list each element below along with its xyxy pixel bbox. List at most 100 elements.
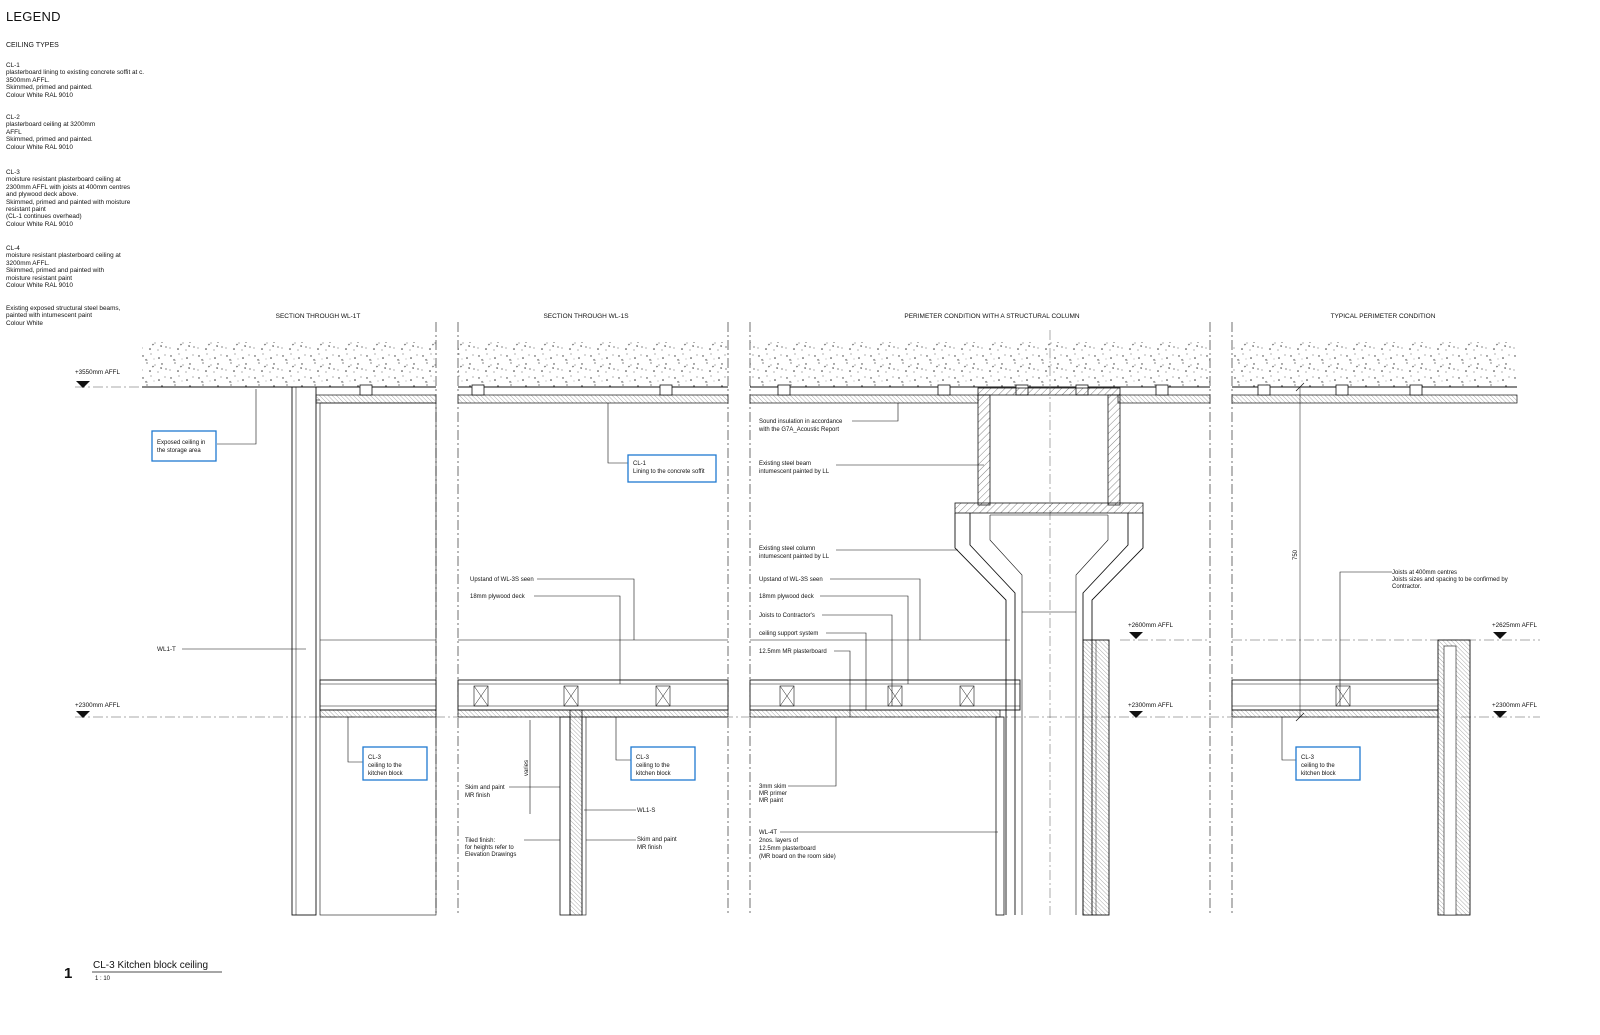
- concrete-slab: [142, 342, 1517, 388]
- svg-text:+2300mm AFFL: +2300mm AFFL: [1492, 702, 1537, 709]
- level-lines: [75, 386, 1540, 718]
- legend-code: CL-3: [6, 169, 20, 176]
- svg-text:12.5mm plasterboard: 12.5mm plasterboard: [759, 846, 816, 852]
- svg-text:Elevation Drawings: Elevation Drawings: [465, 852, 516, 858]
- svg-text:Existing steel column: Existing steel column: [759, 546, 815, 552]
- svg-text:Skim and paint: Skim and paint: [637, 837, 677, 843]
- note-steel-beam: Existing steel beam intumescent painted …: [759, 461, 830, 475]
- note-wl4t: WL-4T 2nos. layers of 12.5mm plasterboar…: [759, 830, 836, 860]
- svg-text:3mm skim: 3mm skim: [759, 784, 786, 790]
- legend-text: moisture resistant plasterboard ceiling …: [6, 252, 121, 290]
- note-wl1s: WL1-S: [637, 808, 655, 814]
- level-marker-3550: +3550mm AFFL: [75, 369, 120, 388]
- svg-text:MR finish: MR finish: [465, 793, 490, 799]
- cl1-lining: [315, 394, 1518, 404]
- note-varies: varies: [524, 760, 530, 776]
- legend-code: CL-2: [6, 114, 20, 121]
- tag-exposed-ceiling: Exposed ceiling in the storage area: [151, 430, 217, 462]
- legend-entry-steel: Existing exposed structural steel beams,…: [6, 305, 166, 327]
- svg-text:Tiled finish:: Tiled finish:: [465, 838, 495, 844]
- svg-text:Joists sizes and spacing to be: Joists sizes and spacing to be confirmed…: [1392, 577, 1508, 583]
- note-joists-400: Joists at 400mm centres Joists sizes and…: [1392, 570, 1508, 590]
- note-upstand-s3: Upstand of WL-3S seen: [759, 577, 823, 583]
- section-wl1t: [291, 386, 437, 916]
- note-plywood-s3: 18mm plywood deck: [759, 594, 815, 600]
- level-marker-2300-right: +2300mm AFFL: [1492, 702, 1537, 718]
- svg-text:MR primer: MR primer: [759, 791, 787, 797]
- svg-text:CL-1: CL-1: [633, 461, 647, 467]
- svg-text:kitchen block: kitchen block: [1301, 771, 1337, 777]
- svg-text:CL-3: CL-3: [636, 755, 650, 761]
- svg-text:CL-3: CL-3: [368, 755, 382, 761]
- legend-text: moisture resistant plasterboard ceiling …: [6, 176, 131, 228]
- svg-text:CL-3: CL-3: [1301, 755, 1315, 761]
- note-steel-column: Existing steel column intumescent painte…: [759, 546, 830, 560]
- svg-text:kitchen block: kitchen block: [368, 771, 404, 777]
- svg-text:ceiling to the: ceiling to the: [1301, 763, 1335, 769]
- note-upstand-s2: Upstand of WL-3S seen: [470, 577, 534, 583]
- note-skim-mr-right: Skim and paint MR finish: [637, 837, 677, 851]
- section-title-perimeter: TYPICAL PERIMETER CONDITION: [1331, 313, 1436, 320]
- tag-cl1: CL-1 Lining to the concrete soffit: [627, 454, 717, 483]
- svg-text:+2625mm AFFL: +2625mm AFFL: [1492, 622, 1537, 629]
- drawing-scale: 1 : 10: [95, 976, 111, 982]
- section-typical: [1231, 382, 1471, 916]
- level-marker-2600: +2600mm AFFL: [1128, 622, 1173, 639]
- section-title-wl1s: SECTION THROUGH WL-1S: [543, 313, 629, 320]
- legend-entry-cl4: CL-4 moisture resistant plasterboard cei…: [6, 245, 166, 289]
- svg-text:+2300mm AFFL: +2300mm AFFL: [75, 702, 120, 709]
- section-title-wl1t: SECTION THROUGH WL-1T: [276, 313, 361, 320]
- legend-text: Existing exposed structural steel beams,…: [6, 305, 121, 327]
- svg-text:2nos. layers of: 2nos. layers of: [759, 838, 798, 844]
- legend-title: LEGEND: [6, 9, 61, 24]
- drawing-title: CL-3 Kitchen block ceiling: [93, 960, 208, 971]
- drawing-number: 1: [64, 965, 72, 982]
- note-skim-primer: 3mm skim MR primer MR paint: [759, 784, 787, 804]
- note-sound-insulation: Sound insulation in accordance with the …: [758, 419, 843, 433]
- svg-text:the storage area: the storage area: [157, 448, 201, 454]
- svg-text:kitchen block: kitchen block: [636, 771, 672, 777]
- legend-entry-cl1: CL-1 plasterboard lining to existing con…: [6, 62, 166, 99]
- svg-text:Skim and paint: Skim and paint: [465, 785, 505, 791]
- note-skim-mr-s2: Skim and paint MR finish: [465, 785, 505, 799]
- note-tiled-finish: Tiled finish: for heights refer to Eleva…: [465, 838, 516, 858]
- note-plywood-s2: 18mm plywood deck: [470, 594, 526, 600]
- svg-text:intumescent painted by LL: intumescent painted by LL: [759, 554, 830, 560]
- legend-text: plasterboard ceiling at 3200mm AFFL Skim…: [6, 121, 96, 151]
- note-support-system: ceiling support system: [759, 631, 818, 637]
- svg-text:Contractor.: Contractor.: [1392, 584, 1422, 590]
- svg-text:ceiling to the: ceiling to the: [368, 763, 402, 769]
- note-wl1t: WL1-T: [157, 646, 176, 653]
- svg-text:Joists at 400mm centres: Joists at 400mm centres: [1392, 570, 1457, 576]
- svg-text:Exposed ceiling in: Exposed ceiling in: [157, 440, 205, 446]
- svg-text:MR finish: MR finish: [637, 845, 662, 851]
- note-joists-contractor: Joists to Contractor's: [759, 613, 815, 619]
- svg-text:MR paint: MR paint: [759, 798, 783, 804]
- legend-subtitle: CEILING TYPES: [6, 42, 59, 49]
- tag-cl3-section2: CL-3 ceiling to the kitchen block: [630, 746, 696, 781]
- svg-text:+3550mm AFFL: +3550mm AFFL: [75, 369, 120, 376]
- level-marker-2300-left: +2300mm AFFL: [75, 702, 120, 718]
- tag-cl3-section4: CL-3 ceiling to the kitchen block: [1295, 746, 1361, 781]
- section-title-column: PERIMETER CONDITION WITH A STRUCTURAL CO…: [904, 313, 1080, 320]
- section-column: [749, 387, 1144, 916]
- legend-text: plasterboard lining to existing concrete…: [6, 69, 145, 99]
- legend-code: CL-1: [6, 62, 20, 69]
- title-block: 1 CL-3 Kitchen block ceiling 1 : 10: [64, 960, 222, 982]
- svg-text:Existing steel beam: Existing steel beam: [759, 461, 811, 467]
- svg-text:ceiling to the: ceiling to the: [636, 763, 670, 769]
- level-marker-2300-mid: +2300mm AFFL: [1128, 702, 1173, 718]
- tag-cl3-section1: CL-3 ceiling to the kitchen block: [362, 746, 428, 781]
- level-marker-2625: +2625mm AFFL: [1492, 622, 1537, 639]
- legend-entry-cl2: CL-2 plasterboard ceiling at 3200mm AFFL…: [6, 114, 166, 151]
- dimension-label: 750: [1293, 549, 1299, 560]
- svg-text:+2600mm AFFL: +2600mm AFFL: [1128, 622, 1173, 629]
- svg-text:Sound insulation in accordance: Sound insulation in accordance: [759, 419, 843, 425]
- leader-lines: [182, 389, 1392, 841]
- svg-text:(MR board on the room side): (MR board on the room side): [759, 854, 836, 860]
- svg-text:intumescent painted by LL: intumescent painted by LL: [759, 469, 830, 475]
- svg-text:with the G7A_Acoustic Report: with the G7A_Acoustic Report: [758, 427, 839, 433]
- legend-code: CL-4: [6, 245, 20, 252]
- svg-text:+2300mm AFFL: +2300mm AFFL: [1128, 702, 1173, 709]
